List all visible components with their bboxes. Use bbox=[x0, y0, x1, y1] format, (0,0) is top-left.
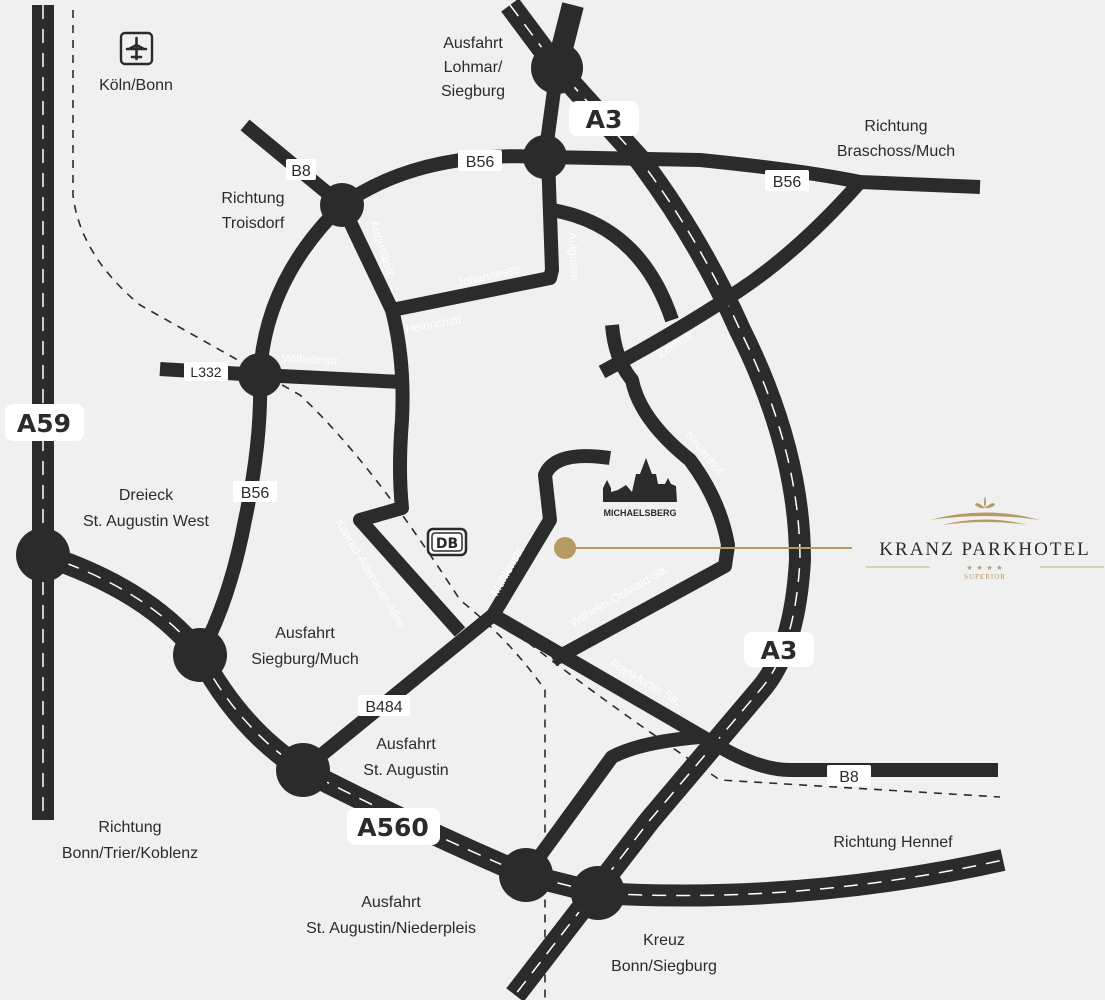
hotel-stars: ★ ★ ★ ★ bbox=[966, 564, 1003, 572]
shield-a3-right: A3 bbox=[744, 632, 814, 667]
label-troisdorf-line1: Richtung bbox=[221, 190, 284, 207]
street-aulgasse: Aulgasse bbox=[565, 231, 582, 282]
label-niederpleis-line1: Ausfahrt bbox=[361, 894, 421, 911]
junction-b56 bbox=[523, 135, 567, 179]
label-siegburg-much-line2: Siegburg/Much bbox=[251, 651, 359, 668]
street-wilhelmstr: Wilhelmstr. bbox=[282, 351, 341, 368]
junction-niederpleis bbox=[499, 848, 553, 902]
svg-text:A59: A59 bbox=[17, 409, 71, 438]
label-hennef: Richtung Hennef bbox=[833, 834, 953, 851]
shield-b8-top: B8 bbox=[286, 159, 316, 180]
shield-b56-left: B56 bbox=[233, 481, 277, 502]
junction-troisdorf bbox=[320, 183, 364, 227]
shield-a560: A560 bbox=[347, 808, 440, 845]
shield-a59: A59 bbox=[5, 404, 84, 441]
motorway-a560 bbox=[39, 544, 1006, 907]
svg-text:B56: B56 bbox=[466, 154, 495, 171]
shield-b8-bottom: B8 bbox=[827, 765, 871, 786]
shield-b484: B484 bbox=[358, 695, 410, 716]
shield-l332: L332 bbox=[184, 362, 228, 381]
hotel-logo-leaf-icon bbox=[930, 496, 1040, 525]
label-siegburg-much-line1: Ausfahrt bbox=[275, 625, 335, 642]
label-bonn-line1: Richtung bbox=[98, 819, 161, 836]
shield-b56-right: B56 bbox=[765, 170, 809, 191]
svg-text:B8: B8 bbox=[839, 769, 859, 786]
svg-text:B8: B8 bbox=[291, 163, 311, 180]
junction-l332 bbox=[238, 353, 282, 397]
label-braschoss-line1: Richtung bbox=[864, 118, 927, 135]
db-rail-logo: DB bbox=[426, 527, 468, 557]
label-kreuz-line2: Bonn/Siegburg bbox=[611, 958, 717, 975]
michaelsberg-abbey-icon bbox=[603, 458, 677, 502]
label-dreieck-line2: St. Augustin West bbox=[83, 513, 210, 530]
hotel-logo: KRANZ PARKHOTEL ★ ★ ★ ★ SUPERIOR bbox=[866, 496, 1104, 581]
place-labels: Köln/Bonn Ausfahrt Lohmar/ Siegburg Rich… bbox=[62, 35, 955, 975]
label-airport: Köln/Bonn bbox=[99, 77, 173, 94]
junction-dreieck bbox=[16, 528, 70, 582]
label-braschoss-line2: Braschoss/Much bbox=[837, 143, 955, 160]
junction-st-augustin bbox=[276, 743, 330, 797]
label-lohmar-line3: Siegburg bbox=[441, 83, 505, 100]
label-dreieck-line1: Dreieck bbox=[119, 487, 174, 504]
svg-text:A3: A3 bbox=[761, 636, 798, 665]
label-kreuz-line1: Kreuz bbox=[643, 932, 685, 949]
airport-icon bbox=[119, 31, 154, 66]
label-michaelsberg: MICHAELSBERG bbox=[603, 508, 676, 518]
svg-text:A560: A560 bbox=[357, 813, 429, 842]
label-lohmar-line1: Ausfahrt bbox=[443, 35, 503, 52]
svg-text:B484: B484 bbox=[365, 699, 402, 716]
label-lohmar-line2: Lohmar/ bbox=[444, 59, 503, 76]
hotel-category: SUPERIOR bbox=[964, 573, 1006, 581]
svg-text:B56: B56 bbox=[773, 174, 802, 191]
svg-text:B56: B56 bbox=[241, 485, 270, 502]
svg-text:A3: A3 bbox=[586, 105, 623, 134]
hotel-marker-icon bbox=[554, 537, 576, 559]
label-st-augustin-line1: Ausfahrt bbox=[376, 736, 436, 753]
junction-lohmar bbox=[531, 42, 583, 94]
shield-b56-top: B56 bbox=[458, 150, 502, 171]
label-niederpleis-line2: St. Augustin/Niederpleis bbox=[306, 920, 476, 937]
junction-kreuz bbox=[571, 866, 625, 920]
label-troisdorf-line2: Troisdorf bbox=[222, 215, 285, 232]
label-bonn-line2: Bonn/Trier/Koblenz bbox=[62, 845, 198, 862]
label-st-augustin-line2: St. Augustin bbox=[363, 762, 448, 779]
svg-text:L332: L332 bbox=[190, 364, 221, 380]
shield-a3-top: A3 bbox=[569, 101, 639, 136]
highway-shields: A3 A59 A3 A560 bbox=[5, 101, 814, 845]
hotel-name: KRANZ PARKHOTEL bbox=[879, 539, 1090, 560]
svg-text:DB: DB bbox=[436, 536, 458, 552]
junctions bbox=[16, 42, 625, 920]
junction-siegburg-much bbox=[173, 628, 227, 682]
road-shields: B56 B8 B56 L332 B56 B484 B8 bbox=[184, 150, 871, 786]
